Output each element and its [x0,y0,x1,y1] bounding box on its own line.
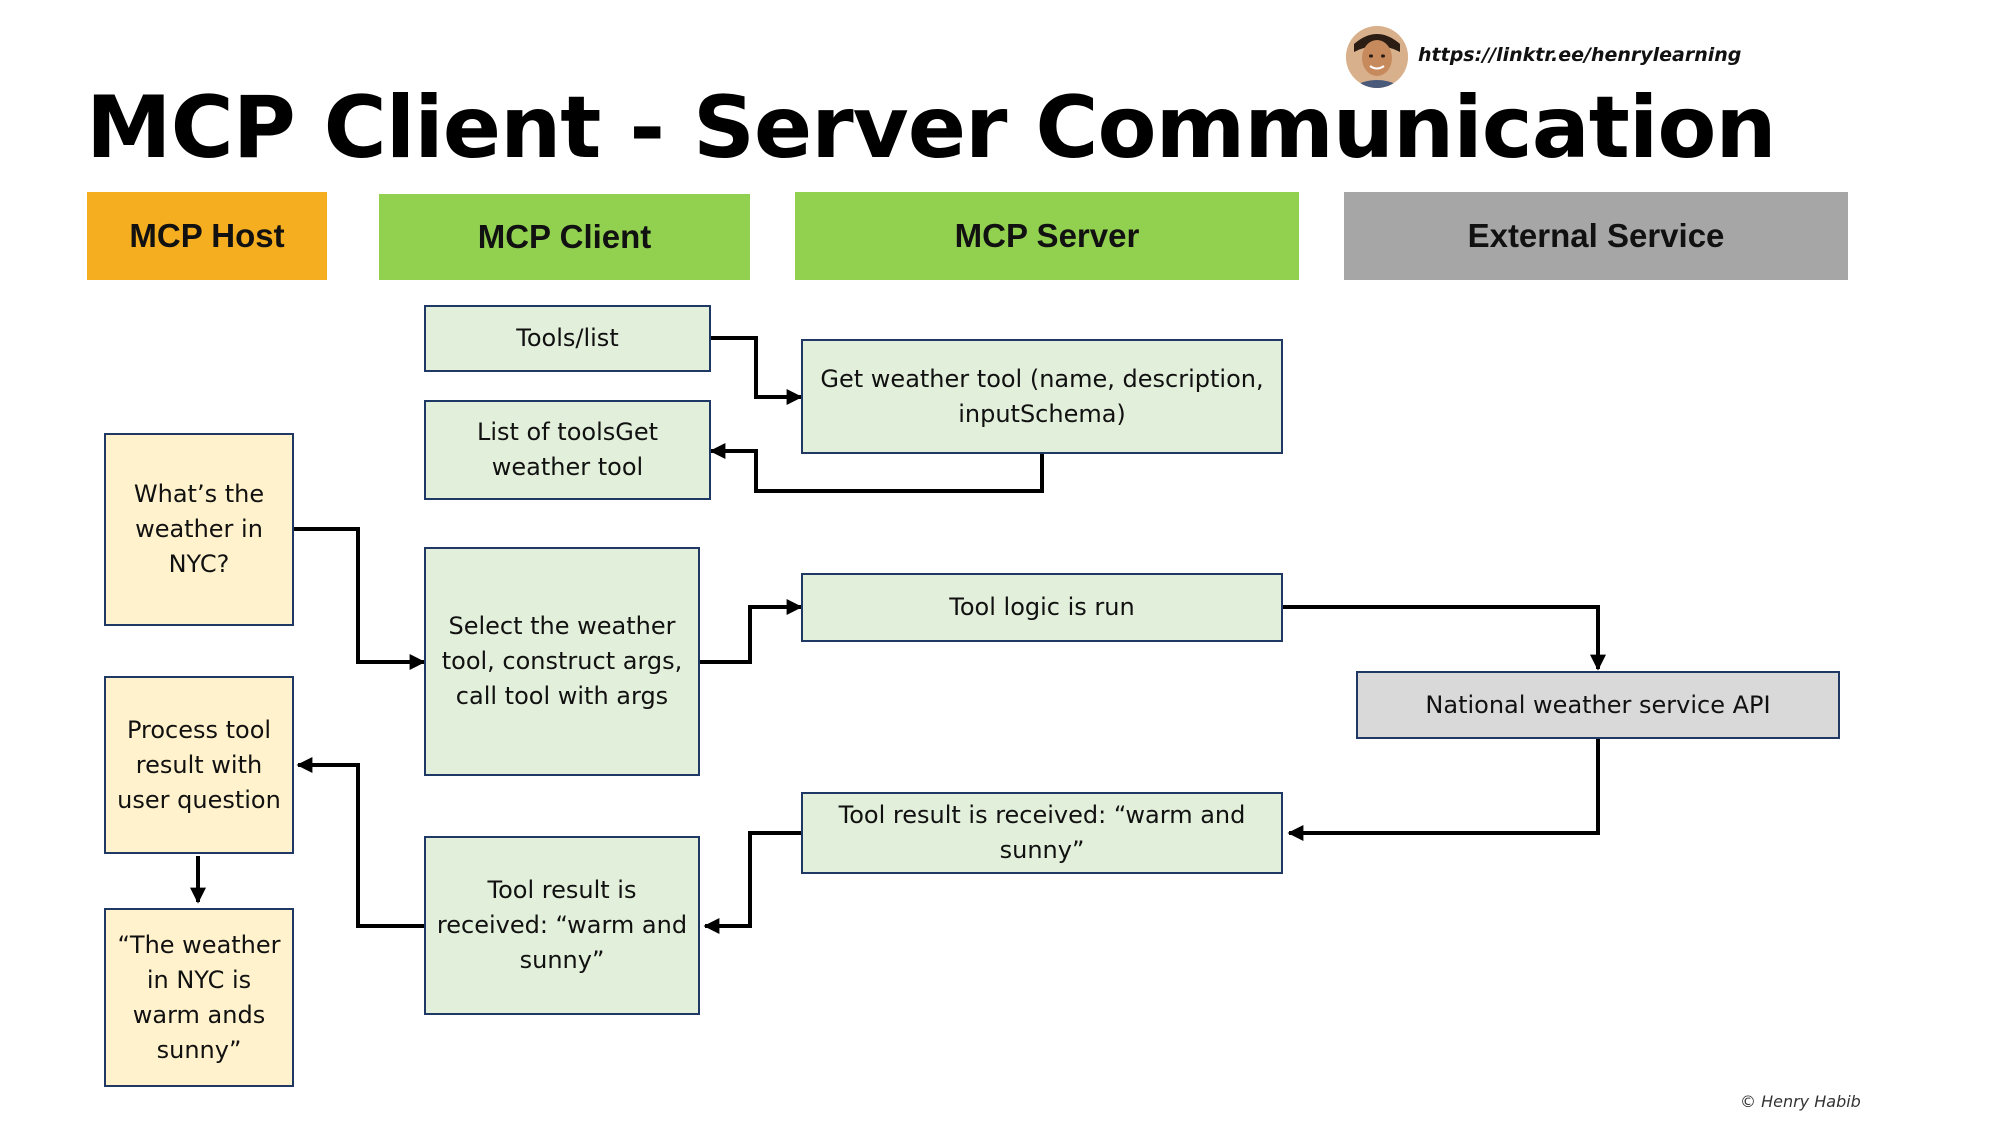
author-avatar [1346,26,1408,88]
list-of-tools-box: List of toolsGet weather tool [424,400,711,500]
header-mcp-client: MCP Client [379,194,750,280]
arrow-select-to-tool-logic [700,599,803,664]
page-title: MCP Client - Server Communication [86,78,1777,178]
arrow-api-to-server-result [1287,739,1600,841]
final-answer-box: “The weather in NYC is warm ands sunny” [104,908,294,1087]
author-link[interactable]: https://linktr.ee/henrylearning [1418,44,1742,66]
tool-logic-box: Tool logic is run [801,573,1283,642]
server-tool-result-box: Tool result is received: “warm and sunny… [801,792,1283,874]
arrow-tool-logic-to-api [1283,605,1606,671]
arrow-client-result-to-process [296,757,424,928]
get-weather-tool-box: Get weather tool (name, description, inp… [801,339,1283,454]
select-tool-box: Select the weather tool, construct args,… [424,547,700,776]
client-tool-result-box: Tool result is received: “warm and sunny… [424,836,700,1015]
copyright-text: © Henry Habib [1740,1092,1861,1111]
header-mcp-server: MCP Server [795,192,1299,280]
arrow-question-to-select [294,527,426,670]
header-external-service: External Service [1344,192,1848,280]
user-question-box: What’s the weather in NYC? [104,433,294,626]
header-mcp-host: MCP Host [87,192,327,280]
arrow-server-to-list-of-tools [709,443,1044,493]
arrow-server-result-to-client [703,831,801,934]
weather-api-box: National weather service API [1356,671,1840,739]
tools-list-box: Tools/list [424,305,711,372]
arrow-tools-list-to-server [711,336,803,405]
process-result-box: Process tool result with user question [104,676,294,854]
